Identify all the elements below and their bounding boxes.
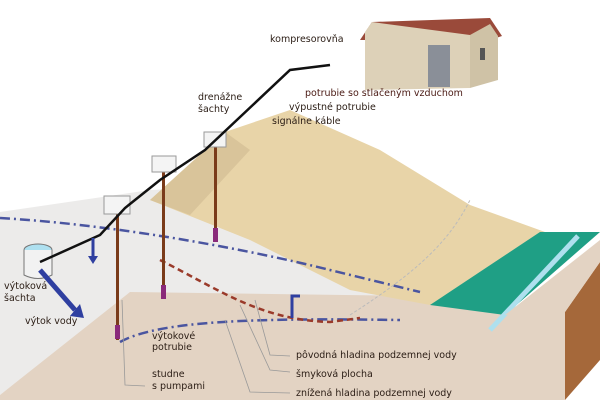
label-outflow-pipes-2: potrubie	[152, 342, 193, 353]
arrow-head-icon	[70, 304, 84, 318]
leader-line	[121, 299, 146, 387]
label-signal-cables: signálne káble	[272, 116, 341, 127]
pump-2	[161, 285, 166, 299]
lowered-groundwater-line	[119, 318, 401, 344]
drainage-shaft-1	[103, 195, 131, 215]
label-wells-2: s pumpami	[152, 381, 206, 392]
label-outlet-pipe: výpustné potrubie	[289, 102, 376, 113]
water-channel	[430, 232, 600, 315]
label-outflow-pipes-1: výtokové	[152, 331, 196, 342]
label-outflow-shaft-1: výtoková	[4, 281, 48, 292]
pump-1	[115, 325, 120, 339]
outflow-shaft-body	[23, 250, 53, 279]
compressed-air-pipe-line	[39, 63, 331, 264]
drainage-shaft-2	[151, 155, 177, 173]
label-drainage-shafts-2: šachty	[198, 104, 230, 115]
compressor-house	[360, 18, 502, 90]
seepage-arrow-2	[290, 294, 300, 318]
label-water-outflow: výtok vody	[25, 316, 78, 327]
label-compressor-house: kompresorovňa	[270, 34, 344, 45]
leader-line	[224, 319, 291, 394]
terrain-contour	[349, 199, 471, 316]
label-outflow-shaft-2: šachta	[4, 293, 36, 304]
label-slip-surface: šmyková plocha	[296, 369, 373, 380]
label-drainage-shafts-1: drenážne	[198, 92, 243, 103]
label-compressed-air-pipe: potrubie so stlačeným vzduchom	[305, 88, 463, 99]
label-lowered-groundwater: znížená hladina podzemnej vody	[296, 388, 452, 399]
well-1	[116, 210, 119, 340]
embankment-slope-shade	[150, 132, 250, 215]
leader-line	[239, 304, 291, 373]
arrow-head-icon	[88, 256, 98, 264]
front-cross-section	[0, 292, 565, 400]
slip-surface-line	[159, 258, 361, 324]
leader-line	[254, 299, 291, 357]
well-3	[214, 145, 217, 240]
sand-embankment	[150, 110, 545, 305]
front-strip	[505, 240, 600, 315]
label-wells-1: studne	[152, 369, 185, 380]
pump-3	[213, 228, 218, 242]
right-side-face	[565, 262, 600, 400]
well-2	[162, 168, 165, 298]
drain-channel	[488, 234, 580, 332]
water-outflow-arrow	[38, 268, 77, 312]
label-original-groundwater: pôvodná hladina podzemnej vody	[296, 350, 457, 361]
